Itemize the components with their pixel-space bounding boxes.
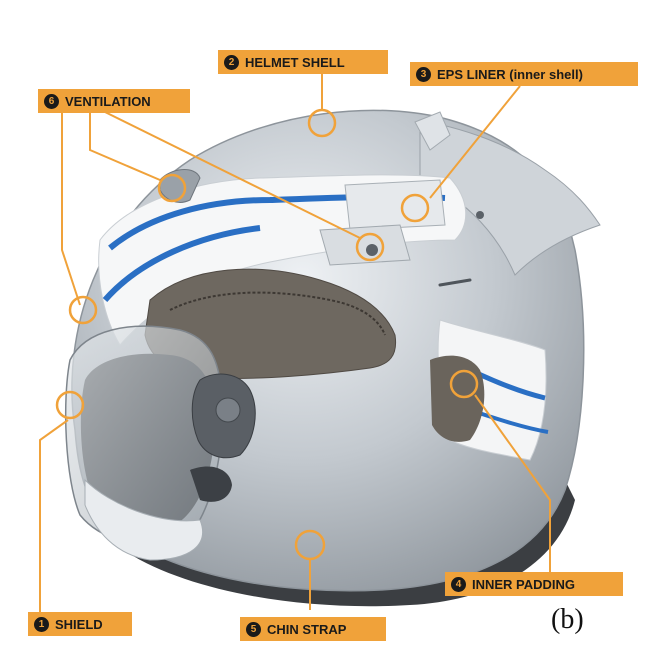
leader-padding <box>474 394 551 572</box>
marker-chinstrap <box>294 529 326 561</box>
label-chin-strap: 5 CHIN STRAP <box>240 617 386 641</box>
label-eps-liner-badge: 3 <box>416 66 431 82</box>
label-helmet-shell: 2 HELMET SHELL <box>218 50 388 74</box>
top-vent-side <box>344 179 446 231</box>
spoiler-slot <box>438 278 472 287</box>
marker-vent-rear <box>355 232 385 262</box>
label-inner-padding-badge: 4 <box>451 576 466 592</box>
label-ventilation: 6 VENTILATION <box>38 89 190 113</box>
chin-vent <box>190 466 232 502</box>
marker-shell <box>307 108 337 138</box>
label-shield-badge: 1 <box>34 616 49 632</box>
inner-padding-seam <box>169 291 386 336</box>
label-ventilation-badge: 6 <box>44 93 59 109</box>
label-inner-padding-text: INNER PADDING <box>472 576 576 592</box>
leader-eps <box>429 85 521 199</box>
leader-shield <box>39 419 69 612</box>
top-vent-front <box>159 169 201 203</box>
label-shield-text: SHIELD <box>55 616 103 632</box>
marker-eps <box>400 193 430 223</box>
liner-stripe-mid <box>102 225 261 302</box>
figure-caption: (b) <box>551 604 584 635</box>
visor-pivot <box>215 397 241 423</box>
marker-vent-side <box>68 295 98 325</box>
rear-spoiler <box>419 119 601 276</box>
label-ventilation-text: VENTILATION <box>65 93 151 109</box>
label-shield: 1 SHIELD <box>28 612 132 636</box>
leader-vent-1 <box>61 110 81 306</box>
marker-vent-front <box>157 173 187 203</box>
rear-vent-hole <box>366 244 378 256</box>
label-helmet-shell-text: HELMET SHELL <box>245 54 345 70</box>
leader-vent-2 <box>89 110 161 181</box>
marker-padding <box>449 369 479 399</box>
leader-vent-3 <box>104 111 361 239</box>
chin-bar <box>84 478 203 561</box>
spoiler-tab <box>414 111 451 151</box>
label-helmet-shell-badge: 2 <box>224 54 239 70</box>
label-chin-strap-text: CHIN STRAP <box>267 621 347 637</box>
label-eps-liner: 3 EPS LINER (inner shell) <box>410 62 638 86</box>
leader-lines <box>39 74 551 612</box>
label-chin-strap-badge: 5 <box>246 621 261 637</box>
rear-vent <box>319 224 411 266</box>
label-eps-liner-text: EPS LINER (inner shell) <box>437 66 583 82</box>
label-inner-padding: 4 INNER PADDING <box>445 572 623 596</box>
inner-padding-rear <box>430 355 485 442</box>
marker-circles <box>55 108 479 561</box>
spoiler-screw <box>476 211 484 219</box>
marker-shield <box>55 390 85 420</box>
